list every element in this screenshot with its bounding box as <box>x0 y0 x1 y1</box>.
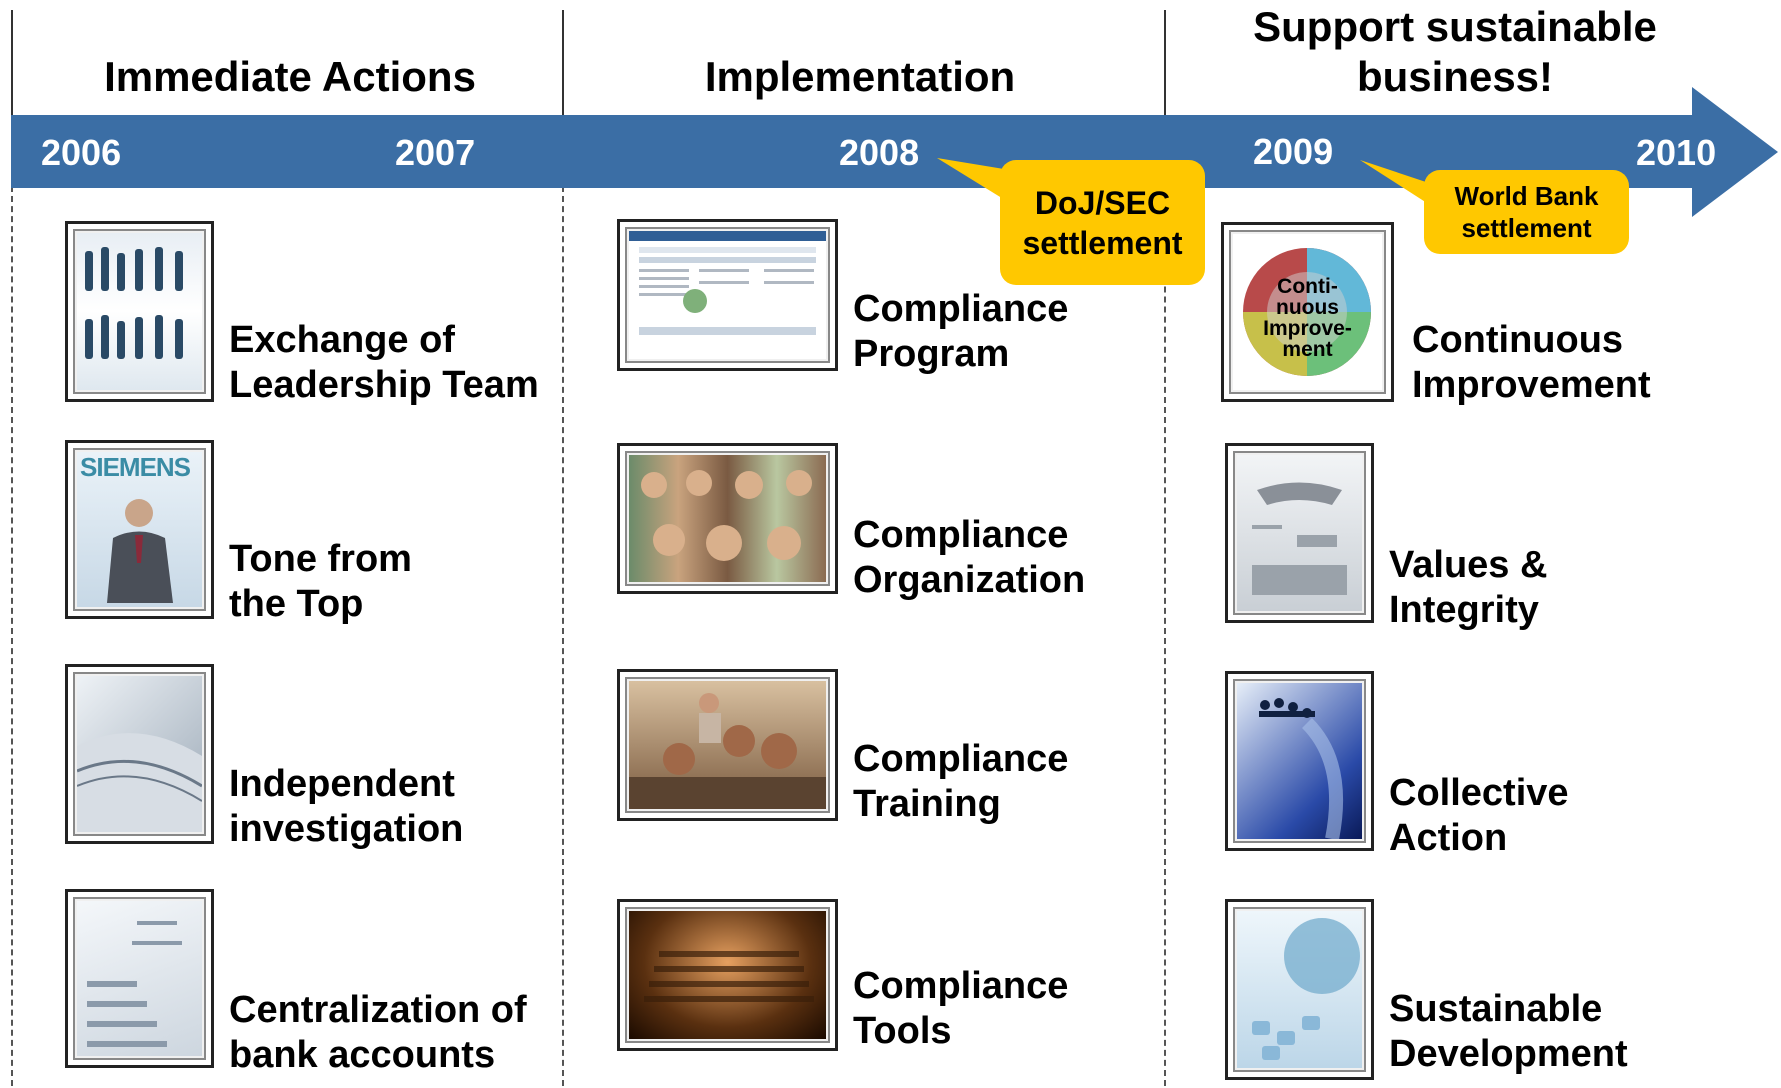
cycle-line3: Improve- <box>1263 317 1352 340</box>
faces-icon <box>641 470 812 561</box>
phase-divider-top-left <box>11 10 13 115</box>
item-line2: Tools <box>853 1010 952 1052</box>
item-line1: Tone from <box>229 538 412 580</box>
item-line2: Program <box>853 333 1010 375</box>
item-line1: Values & <box>1389 544 1548 586</box>
item-line2: Improvement <box>1412 364 1651 406</box>
item-label-compliance-tools: Compliance Tools <box>853 964 1068 1054</box>
item-line2: the Top <box>229 583 364 625</box>
item-line2: Organization <box>853 559 1086 601</box>
item-label-tone-from-the-top: Tone from the Top <box>229 537 412 627</box>
improvement-cycle-icon <box>1243 248 1371 376</box>
callout-doj-line2: settlement <box>1022 224 1183 261</box>
item-label-compliance-training: Compliance Training <box>853 737 1068 827</box>
phase-divider-bottom-left <box>11 186 13 1086</box>
item-label-values-and-integrity: Values & Integrity <box>1389 543 1547 633</box>
item-line1: Exchange of <box>229 319 455 361</box>
globe-puzzle-icon <box>1252 918 1360 1060</box>
handshake-image <box>1225 443 1374 623</box>
item-line2: Integrity <box>1389 589 1539 631</box>
timeline-arrow-shape <box>11 87 1778 217</box>
item-label-compliance-organization: Compliance Organization <box>853 513 1085 603</box>
year-label-2007: 2007 <box>395 132 476 173</box>
cycle-line4: ment <box>1282 338 1333 361</box>
item-label-collective-action: Collective Action <box>1389 771 1569 861</box>
year-label-2009: 2009 <box>1253 131 1334 172</box>
callout-pointers <box>937 158 1435 205</box>
callout-doj-line1: DoJ/SEC <box>1034 184 1171 221</box>
item-label-exchange-of-leadership-team: Exchange of Leadership Team <box>229 318 539 408</box>
item-label-independent-investigation: Independent investigation <box>229 762 463 852</box>
item-line2: bank accounts <box>229 1034 496 1076</box>
item-line2: investigation <box>229 808 464 850</box>
people-walking-image <box>65 221 214 402</box>
item-line2: Training <box>853 783 1001 825</box>
callout-pointer-doj <box>937 158 1010 200</box>
item-line1: Collective <box>1389 772 1569 814</box>
item-line2: Action <box>1389 817 1508 859</box>
callout-world-bank-settlement: World Bank settlement <box>1424 170 1629 254</box>
item-label-compliance-program: Compliance Program <box>853 287 1068 377</box>
ceo-speaking-image: SIEMENS <box>65 440 214 619</box>
classroom-icon <box>629 693 826 809</box>
numbers-icon <box>87 921 182 1047</box>
item-line1: Sustainable <box>1389 988 1603 1030</box>
phase-title-line1: Support sustainable <box>1253 3 1657 50</box>
year-label-2008: 2008 <box>839 132 920 173</box>
callout-worldbank-line1: World Bank <box>1454 181 1599 211</box>
phase-title-immediate-actions: Immediate Actions <box>104 53 476 100</box>
callout-pointer-worldbank <box>1360 160 1435 205</box>
phase-title-implementation: Implementation <box>704 53 1016 100</box>
speaker-icon <box>107 499 173 603</box>
item-line1: Independent <box>229 763 455 805</box>
program-chart-image <box>617 219 838 371</box>
handshake-icon <box>1252 482 1347 595</box>
faces-collage-image <box>617 443 838 594</box>
phase-divider-bottom-1 <box>562 186 564 1086</box>
item-line1: Compliance <box>853 965 1069 1007</box>
improvement-cycle-image: Conti- nuous Improve- ment <box>1221 222 1394 402</box>
human-chain-icon <box>1259 698 1344 839</box>
open-book-image <box>65 664 214 844</box>
phase-divider-top-2 <box>1164 10 1166 115</box>
globe-puzzle-image <box>1225 899 1374 1080</box>
improvement-cycle-text: Conti- nuous Improve- ment <box>1233 276 1382 360</box>
item-label-sustainable-development: Sustainable Development <box>1389 987 1628 1077</box>
program-chart-icon <box>629 231 826 335</box>
keyboard-image <box>617 899 838 1051</box>
bank-statement-image <box>65 889 214 1068</box>
item-label-continuous-improvement: Continuous Improvement <box>1412 318 1651 408</box>
year-label-2010: 2010 <box>1636 132 1717 173</box>
classroom-image <box>617 669 838 821</box>
cycle-line1: Conti- <box>1277 275 1338 298</box>
year-label-2006: 2006 <box>41 132 122 173</box>
siemens-logo: SIEMENS <box>80 452 191 482</box>
item-line1: Compliance <box>853 738 1069 780</box>
timeline-arrow <box>11 87 1778 217</box>
callout-worldbank-line2: settlement <box>1461 213 1592 243</box>
keyboard-icon <box>644 951 814 1002</box>
phase-title-sustainable-business: Support sustainable business! <box>1170 2 1740 102</box>
item-line1: Compliance <box>853 288 1069 330</box>
item-label-centralization-of-bank-accounts: Centralization of bank accounts <box>229 988 527 1078</box>
human-chain-image <box>1225 671 1374 851</box>
item-line1: Compliance <box>853 514 1069 556</box>
item-line2: Development <box>1389 1033 1628 1075</box>
item-line1: Centralization of <box>229 989 527 1031</box>
phase-divider-top-1 <box>562 10 564 115</box>
cycle-line2: nuous <box>1276 296 1339 319</box>
book-icon <box>77 733 202 832</box>
phase-divider-bottom-2 <box>1164 186 1166 1086</box>
item-line1: Continuous <box>1412 319 1624 361</box>
callout-doj-sec-settlement: DoJ/SEC settlement <box>1000 160 1205 285</box>
people-walking-icon <box>85 247 183 359</box>
item-line2: Leadership Team <box>229 364 539 406</box>
phase-title-line2: business! <box>1356 53 1554 100</box>
